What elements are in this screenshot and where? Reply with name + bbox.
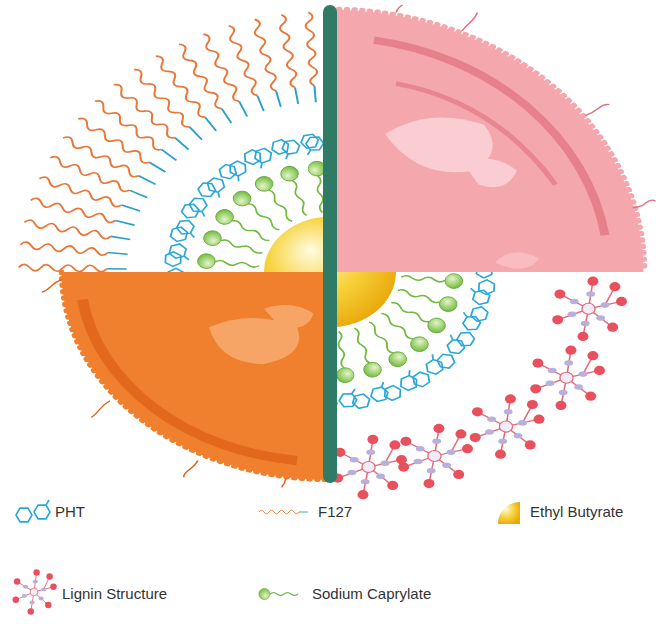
pink-shell: [330, 5, 656, 272]
divider-bar: [323, 5, 337, 483]
legend-text: Sodium Caprylate: [312, 585, 431, 603]
ethyl-butyrate-sample: [498, 502, 520, 524]
f127-layer: [19, 12, 320, 272]
legend-samples: [13, 500, 520, 615]
lignin-sample: [13, 569, 57, 615]
legend-text: PHT: [55, 503, 85, 521]
legend-text: F127: [318, 503, 352, 521]
pht-sample: [16, 500, 50, 522]
legend-text: Lignin Structure: [62, 585, 167, 603]
caprylate-sample: [259, 588, 298, 599]
f127-sample: [259, 510, 308, 514]
particle: [19, 5, 656, 499]
lignin-layer: [332, 277, 627, 500]
legend-text: Ethyl Butyrate: [530, 503, 623, 521]
orange-shell: [42, 272, 330, 487]
